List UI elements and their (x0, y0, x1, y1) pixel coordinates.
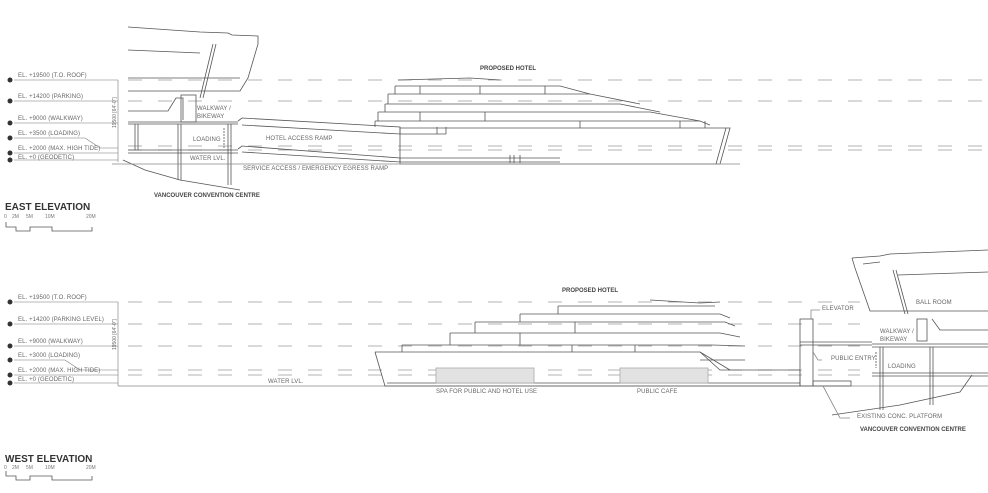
spa-label: SPA FOR PUBLIC AND HOTEL USE (436, 389, 538, 395)
west-elevation-title: WEST ELEVATION (5, 454, 93, 465)
east-hotel-access-ramp-label: HOTEL ACCESS RAMP (266, 136, 333, 142)
east-proposed-hotel-label: PROPOSED HOTEL (480, 66, 537, 72)
public-entry-label: PUBLIC ENTRY (831, 356, 876, 362)
west-level-roof: EL. +19500 (T.O. ROOF) (18, 295, 87, 301)
east-service-access-label: SERVICE ACCESS / EMERGENCY EGRESS RAMP (243, 166, 389, 172)
east-water-level-label: WATER LVL. (190, 156, 226, 162)
east-scale-20m: 20M (86, 214, 96, 220)
east-loading-label: LOADING (193, 137, 221, 143)
east-level-loading: EL. +3500 (LOADING) (18, 131, 81, 137)
public-cafe-label: PUBLIC CAFE (637, 389, 678, 395)
elevator-label: ELEVATOR (822, 306, 854, 312)
east-scale-2m: 2M (12, 214, 19, 220)
east-bikeway-label: BIKEWAY (197, 114, 225, 120)
east-walkway-label: WALKWAY / (197, 106, 231, 112)
west-level-loading: EL. +3000 (LOADING) (18, 353, 81, 359)
east-scale-10m: 10M (45, 214, 55, 220)
east-elevation-linework (5, 26, 988, 232)
east-level-high-tide: EL. +2000 (MAX. HIGH TIDE) (18, 146, 101, 152)
east-level-geodetic: EL. +0 (GEODETIC) (18, 155, 75, 161)
east-level-roof: EL. +19500 (T.O. ROOF) (18, 73, 87, 79)
east-level-walkway: EL. +9000 (WALKWAY) (18, 116, 83, 122)
west-height-dimension: 19500 [64'-0"] (112, 319, 118, 350)
west-proposed-hotel-label: PROPOSED HOTEL (562, 288, 619, 294)
west-level-high-tide: EL. +2000 (MAX. HIGH TIDE) (18, 368, 101, 374)
east-convention-centre-label: VANCOUVER CONVENTION CENTRE (154, 193, 260, 199)
east-scale-0: 0 (4, 214, 7, 220)
east-elevation-title: EAST ELEVATION (5, 202, 91, 213)
existing-platform-label: EXISTING CONC. PLATFORM (857, 414, 943, 420)
ball-room-label: BALL ROOM (916, 300, 952, 306)
east-scale-5m: 5M (26, 214, 33, 220)
west-level-geodetic: EL. +0 (GEODETIC) (18, 377, 75, 383)
west-scale-10m: 10M (45, 465, 55, 471)
west-scale-20m: 20M (86, 465, 96, 471)
west-scale-2m: 2M (12, 465, 19, 471)
west-scale-5m: 5M (26, 465, 33, 471)
west-loading-label: LOADING (888, 364, 916, 370)
west-elevation-linework (5, 249, 988, 481)
west-scale-0: 0 (4, 465, 7, 471)
east-height-dimension: 19500 [64'-0"] (112, 97, 118, 128)
west-level-walkway: EL. +9000 (WALKWAY) (18, 339, 83, 345)
east-level-parking: EL. +14200 (PARKING) (18, 94, 84, 100)
west-level-parking: EL. +14200 (PARKING LEVEL) (18, 317, 105, 323)
west-convention-centre-label: VANCOUVER CONVENTION CENTRE (860, 427, 966, 433)
west-walkway-label: WALKWAY / (880, 329, 914, 335)
west-bikeway-label: BIKEWAY (880, 337, 908, 343)
west-water-level-label: WATER LVL. (268, 379, 304, 385)
